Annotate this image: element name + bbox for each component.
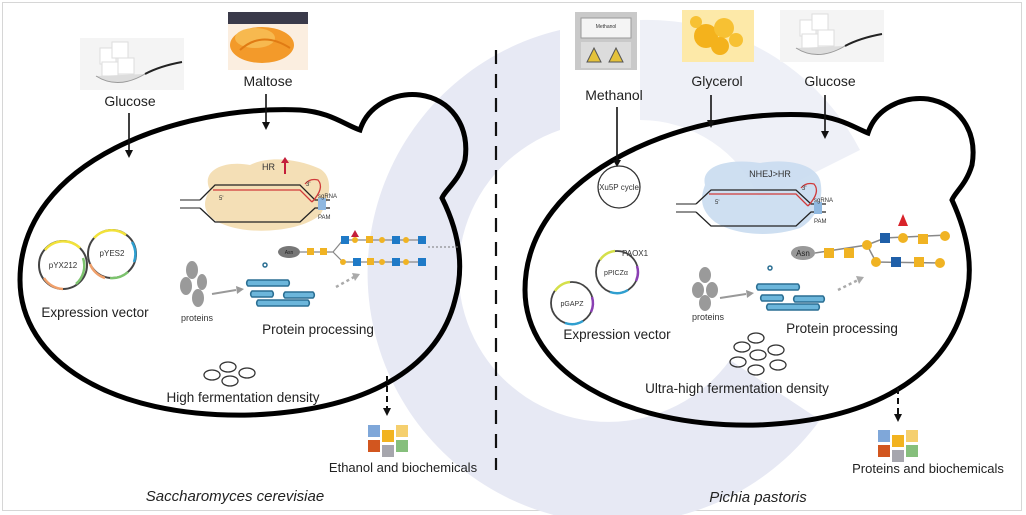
endoplasmic-reticulum-icon — [755, 265, 826, 311]
plasmid-label: pGAPZ — [561, 301, 585, 308]
protein-blobs-icon — [692, 267, 718, 311]
proteins-label: proteins — [181, 313, 214, 323]
endoplasmic-reticulum-icon — [245, 262, 316, 307]
product-square — [892, 435, 904, 447]
three-prime-label: 3' — [306, 182, 310, 188]
yeast-cells-icon — [729, 332, 787, 376]
crispr-cas-complex-left — [180, 159, 330, 231]
maltose-photo-icon — [228, 12, 308, 70]
watermark-logo — [367, 19, 860, 515]
expression-vector-label: Expression vector — [563, 327, 671, 342]
protein-processing-label: Protein processing — [262, 322, 374, 337]
sugar-cubes-icon — [780, 10, 884, 62]
plasmid-ppicz — [595, 249, 640, 295]
organism-label-pichia: Pichia pastoris — [709, 489, 807, 506]
product-square — [892, 450, 904, 462]
proteins-label: proteins — [692, 312, 725, 322]
plasmid-pyes2 — [87, 229, 137, 280]
crispr-label-hr: HR — [262, 162, 275, 172]
product-square — [396, 440, 408, 452]
promoter-label: PAOX1 — [622, 249, 649, 258]
glycan-chain-left: Asn — [278, 230, 460, 266]
fermentation-label: Ultra-high fermentation density — [645, 381, 829, 396]
product-square — [878, 445, 890, 457]
pam-label: PAM — [318, 215, 331, 221]
arrow-down-icon — [262, 122, 270, 130]
crispr-cas-complex-right — [676, 161, 826, 234]
plasmid-pgapz — [550, 280, 595, 326]
glycan-chain-right: Asn — [791, 214, 950, 268]
xu5p-cycle-label: Xu5P cycle — [599, 183, 639, 192]
left-yeast-cell-outline — [17, 92, 469, 418]
plasmid-pyx212 — [38, 240, 88, 291]
product-square — [368, 440, 380, 452]
arrow-down-icon — [707, 120, 715, 128]
protein-blobs-icon — [180, 261, 207, 307]
arrow-down-icon — [613, 160, 621, 167]
product-label: Proteins and biochemicals — [852, 461, 1004, 476]
protein-processing-label: Protein processing — [786, 321, 898, 336]
methanol-bottle-icon: Methanol — [575, 12, 637, 70]
sgrna-label: sgRNA — [318, 194, 337, 200]
arrow-down-icon — [125, 150, 133, 158]
plasmid-label: pYES2 — [100, 249, 125, 258]
sugar-cubes-icon — [80, 38, 184, 90]
xu5p-cycle-circle — [597, 165, 641, 209]
product-square — [878, 430, 890, 442]
product-square — [382, 430, 394, 442]
substrate-label-glucose: Glucose — [104, 93, 156, 109]
sgrna-label: sgRNA — [814, 198, 833, 204]
asn-label: Asn — [796, 249, 810, 258]
product-square — [382, 445, 394, 457]
up-arrow-icon — [281, 157, 289, 163]
substrate-label-methanol: Methanol — [585, 87, 643, 103]
product-square — [368, 425, 380, 437]
five-prime-label: 5' — [219, 196, 223, 202]
arrow-down-icon — [894, 414, 902, 422]
biochemicals-icon — [878, 430, 918, 462]
substrate-label-glycerol: Glycerol — [691, 73, 742, 89]
product-square — [396, 425, 408, 437]
plasmid-label: pYX212 — [49, 261, 78, 270]
glycerol-bubbles-icon — [682, 10, 754, 62]
plasmid-label: pPICZα — [604, 270, 628, 277]
product-square — [906, 430, 918, 442]
organism-label-saccharomyces: Saccharomyces cerevisiae — [146, 488, 324, 505]
bottle-label: Methanol — [596, 24, 617, 30]
crispr-label-nhej-hr: NHEJ>HR — [749, 169, 791, 179]
product-square — [906, 445, 918, 457]
yeast-cells-icon — [203, 361, 256, 387]
asn-label: Asn — [285, 250, 294, 256]
biochemicals-icon — [368, 425, 408, 457]
expression-vector-label: Expression vector — [41, 305, 149, 320]
arrow-down-icon — [821, 131, 829, 139]
five-prime-label: 5' — [715, 200, 719, 206]
pam-label: PAM — [814, 219, 827, 225]
product-label: Ethanol and biochemicals — [329, 460, 478, 475]
substrate-label-maltose: Maltose — [243, 73, 292, 89]
fermentation-label: High fermentation density — [166, 390, 319, 405]
three-prime-label: 3' — [802, 186, 806, 192]
arrow-down-icon — [383, 408, 391, 416]
substrate-label-glucose: Glucose — [804, 73, 856, 89]
right-yeast-cell-outline — [522, 96, 976, 428]
